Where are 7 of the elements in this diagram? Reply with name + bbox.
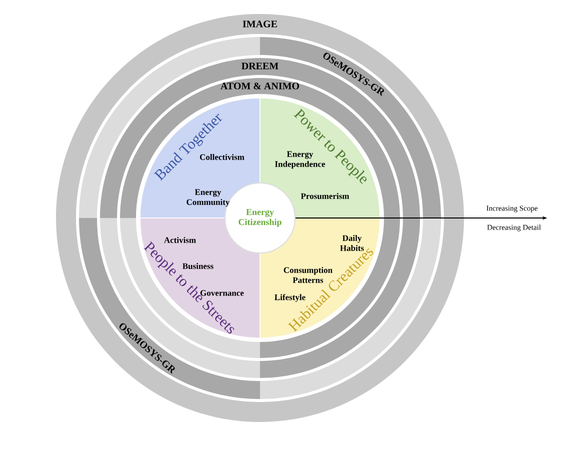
item-label: Energy Independence: [275, 151, 326, 169]
item-label: Activism: [164, 237, 196, 243]
item-label: Business: [182, 263, 214, 269]
item-label: Daily Habits: [340, 235, 364, 251]
item-label: Governance: [200, 290, 244, 296]
item-label: Collectivism: [200, 154, 244, 160]
item-label: Prosumerism: [300, 193, 350, 199]
